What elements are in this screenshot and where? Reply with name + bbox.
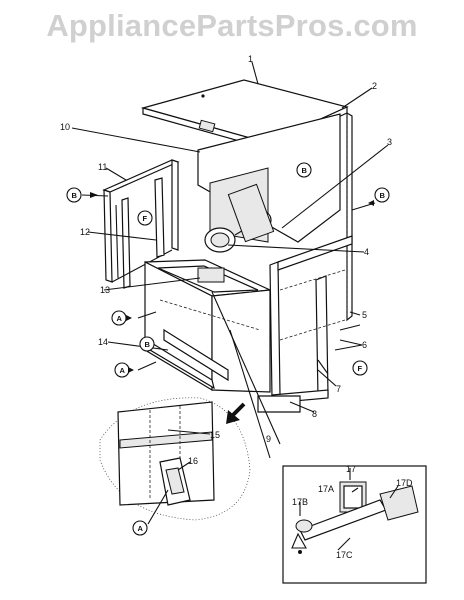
callout-7: 7	[336, 384, 341, 394]
marker-a-lower: A	[114, 362, 130, 378]
inset-arrow	[226, 402, 246, 424]
callout-2: 2	[372, 81, 377, 91]
marker-f-right: F	[352, 360, 368, 376]
callout-5: 5	[362, 310, 367, 320]
callout-4: 4	[364, 247, 369, 257]
marker-f-left: F	[137, 210, 153, 226]
right-side-panel	[346, 111, 353, 322]
marker-b-right: B	[374, 187, 390, 203]
svg-text:A: A	[120, 366, 126, 375]
callout-17c: 17C	[336, 550, 353, 560]
svg-text:F: F	[358, 364, 363, 373]
svg-text:A: A	[138, 524, 144, 533]
callout-6: 6	[362, 340, 367, 350]
marker-b-base: B	[139, 336, 155, 352]
callout-17: 17	[346, 464, 356, 474]
base-frame	[144, 259, 273, 393]
detail-inset-tub	[99, 397, 251, 521]
callout-10: 10	[60, 122, 70, 132]
leader-lines	[71, 61, 399, 551]
svg-text:B: B	[145, 340, 151, 349]
blower-motor	[204, 183, 275, 253]
marker-b-left: B	[66, 187, 82, 203]
detail-box-17	[282, 465, 427, 584]
callout-14: 14	[98, 337, 108, 347]
callout-3: 3	[387, 137, 392, 147]
callout-17b: 17B	[292, 497, 308, 507]
callout-11: 11	[98, 162, 107, 172]
callout-17d: 17D	[396, 478, 413, 488]
callout-8: 8	[312, 409, 317, 419]
fastener-arrows	[90, 192, 374, 373]
callout-9: 9	[266, 434, 271, 444]
left-side-frame	[102, 159, 180, 289]
watermark-text: AppliancePartsPros.com	[46, 8, 418, 43]
svg-text:B: B	[380, 191, 386, 200]
svg-text:B: B	[302, 166, 308, 175]
svg-text:F: F	[143, 214, 148, 223]
callout-16: 16	[188, 456, 198, 466]
callout-numbers: 1 2 3 4 5 6 7 8 9 10 11 12 13 14 15 16 1…	[60, 54, 413, 560]
marker-b-top: B	[296, 162, 312, 178]
callout-12: 12	[80, 227, 90, 237]
marker-a-left: A	[111, 310, 127, 326]
callout-17a: 17A	[318, 484, 334, 494]
circled-markers: B F B B A B A F	[66, 162, 390, 536]
callout-1: 1	[248, 54, 253, 64]
marker-a-inset: A	[132, 520, 148, 536]
callout-13: 13	[100, 285, 110, 295]
svg-text:A: A	[117, 314, 123, 323]
front-right-frame	[257, 235, 363, 413]
svg-text:B: B	[72, 191, 78, 200]
callout-15: 15	[210, 430, 220, 440]
